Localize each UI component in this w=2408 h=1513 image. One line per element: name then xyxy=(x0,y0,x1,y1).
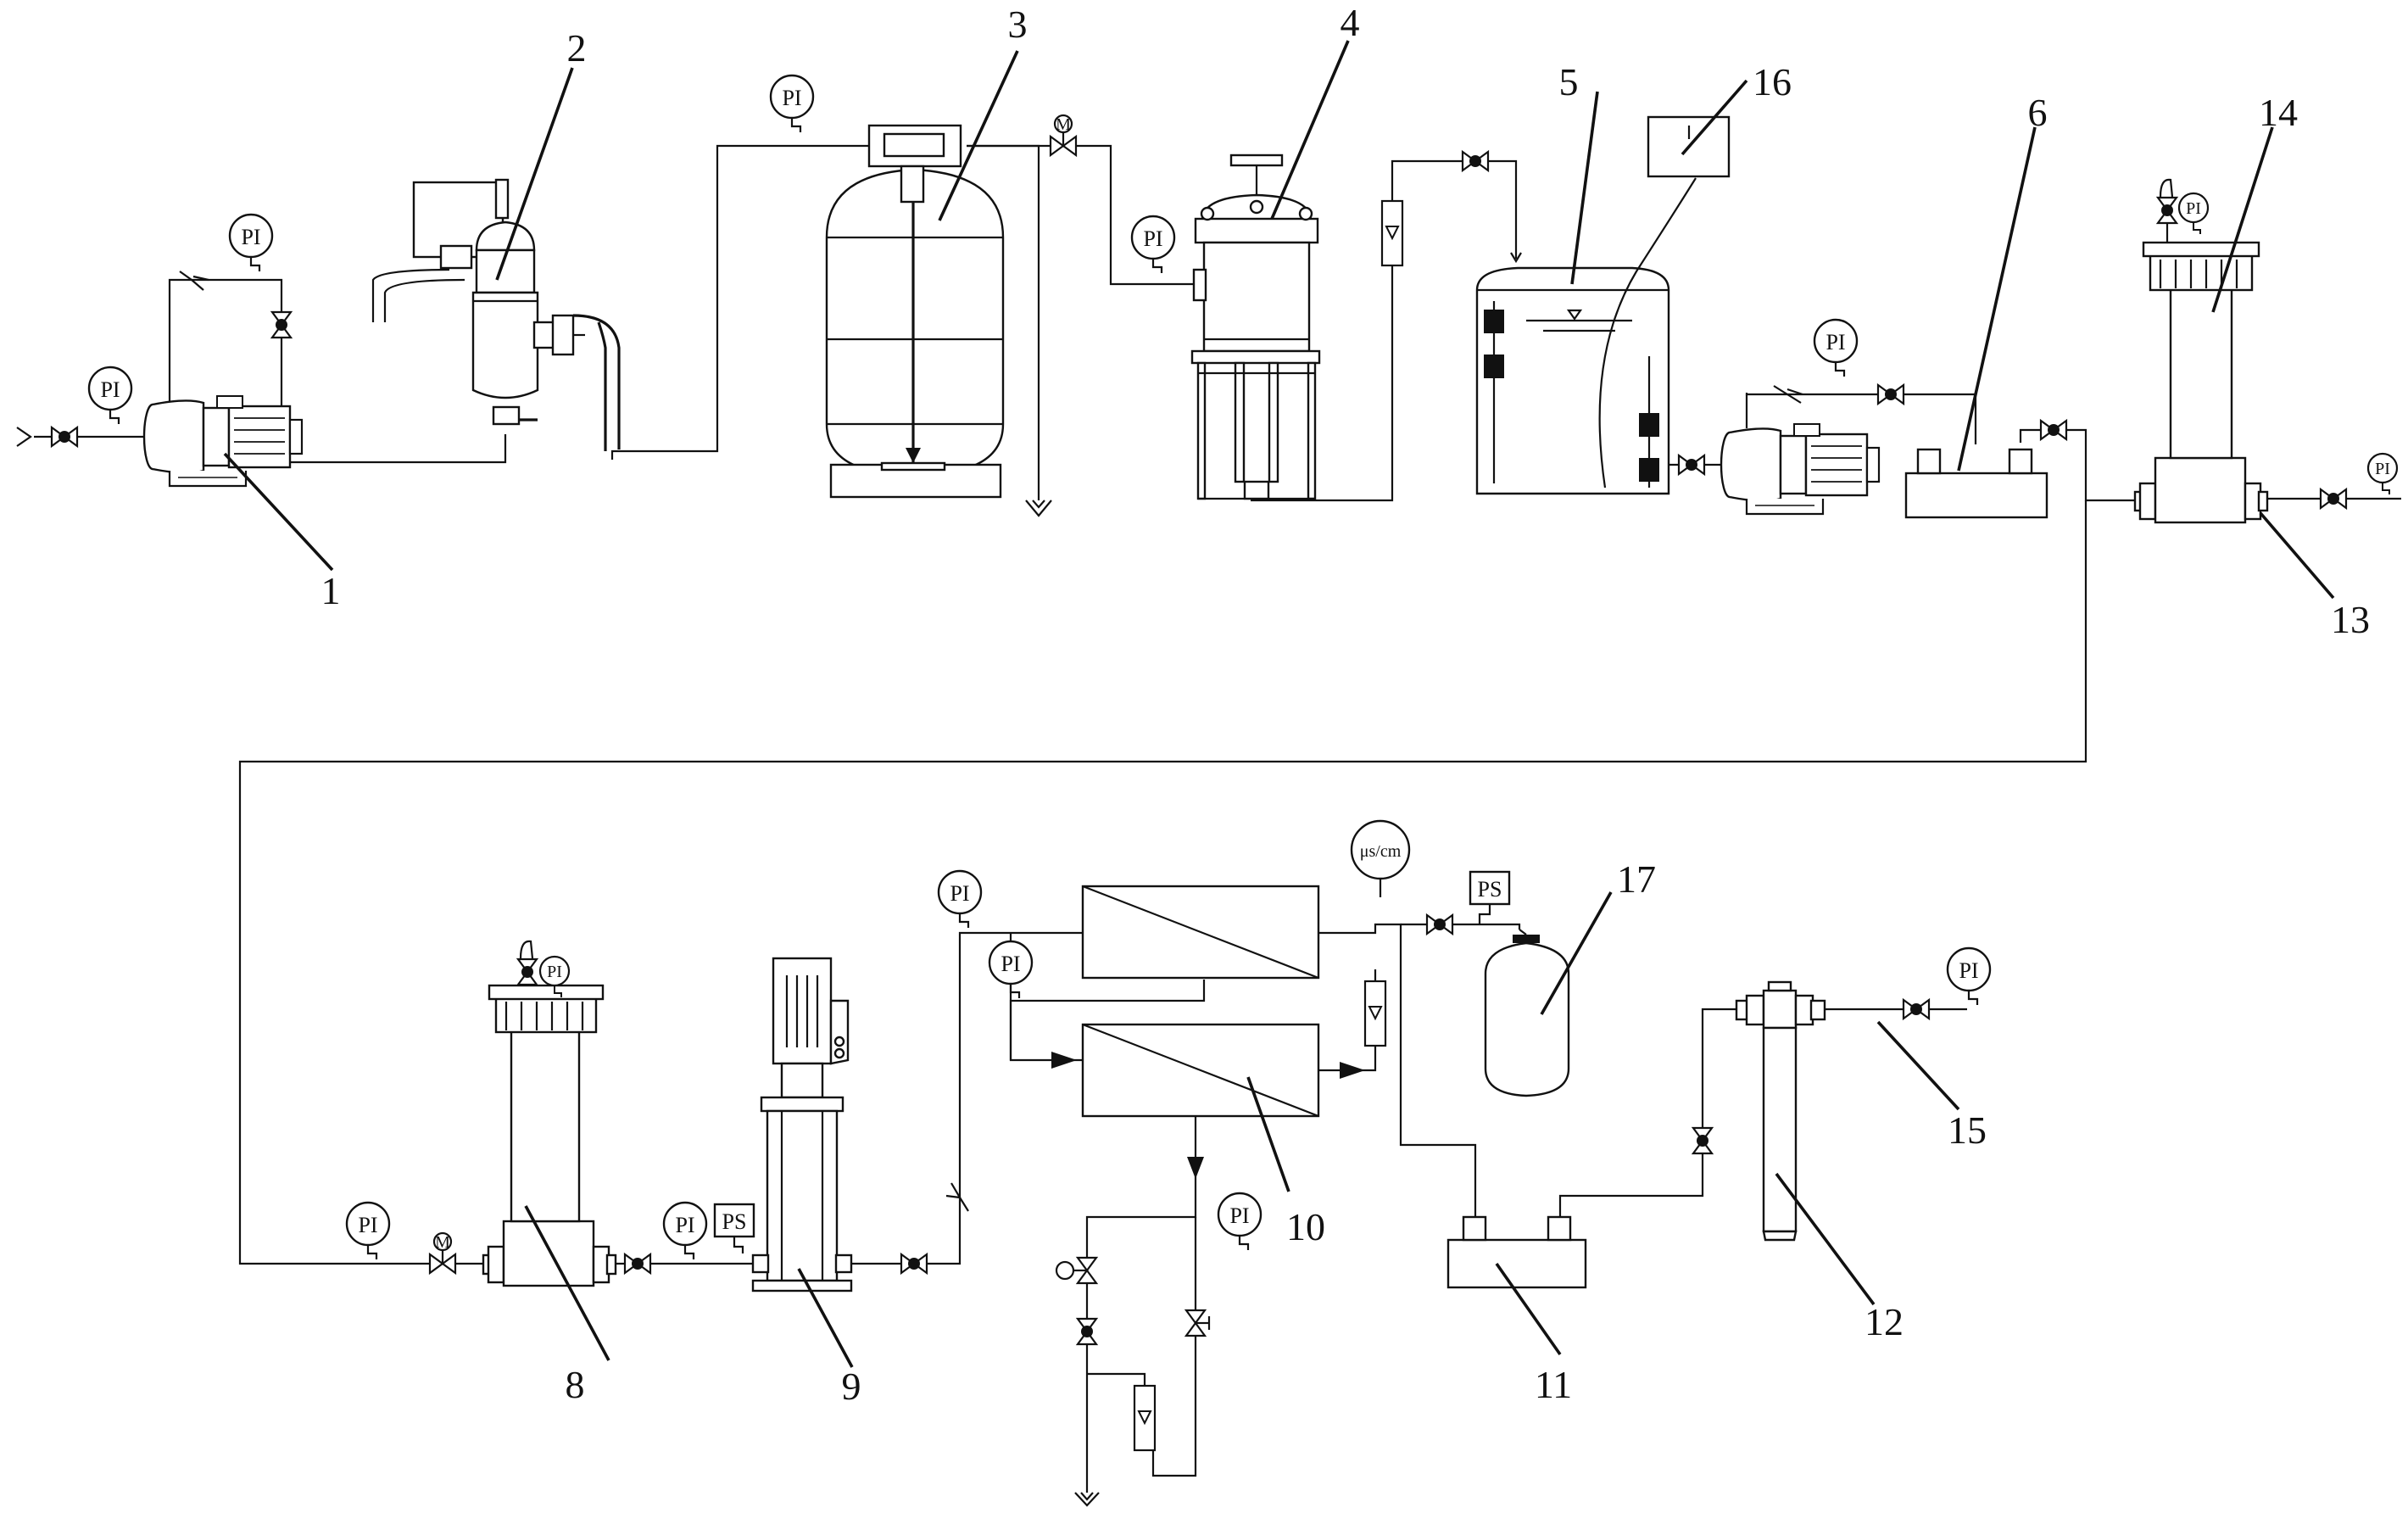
callout-2: 2 xyxy=(567,26,587,70)
callout-4: 4 xyxy=(1341,1,1360,44)
drain-symbol xyxy=(1074,1492,1100,1507)
inlet-ball-valve xyxy=(50,426,79,448)
pressure-gauge-tank3: PI xyxy=(769,74,815,134)
callout-12: 12 xyxy=(1865,1300,1904,1343)
pressure-gauge-pump9-inlet: PI xyxy=(662,1201,708,1261)
svg-text:PS: PS xyxy=(722,1209,747,1234)
booster-pump xyxy=(1720,422,1881,516)
callout-16: 16 xyxy=(1753,60,1792,103)
cartridge-filter-14 xyxy=(2133,178,2269,524)
svg-text:PI: PI xyxy=(782,86,801,110)
self-cleaning-filter xyxy=(371,178,621,451)
svg-text:PI: PI xyxy=(950,881,969,906)
concentrate-motorized-valve xyxy=(1055,1256,1098,1285)
flowmeters xyxy=(1074,199,1404,1507)
bag-filter xyxy=(1190,154,1321,500)
uv-sterilizer xyxy=(1904,448,2048,519)
ro-membrane-lower xyxy=(1051,1023,1365,1179)
tank5-outlet-valve xyxy=(1677,454,1706,476)
bypass-ball-valve xyxy=(270,310,293,339)
callout-3: 3 xyxy=(1008,3,1028,46)
pressure-switch-ro: PS xyxy=(1469,870,1511,924)
svg-text:PI: PI xyxy=(1001,952,1020,976)
pressure-switch-pump9: PS xyxy=(713,1203,755,1253)
terminal-uv-lamp xyxy=(1735,980,1826,1242)
callout-15: 15 xyxy=(1948,1108,1987,1152)
svg-text:PS: PS xyxy=(1478,877,1502,902)
uv12-inlet-valve xyxy=(1692,1126,1714,1155)
feed-pump xyxy=(142,394,304,488)
outlet-13-valve xyxy=(2319,488,2348,510)
svg-text:PI: PI xyxy=(1959,958,1978,983)
pressure-gauge-bypass: PI xyxy=(228,213,274,273)
intermediate-water-tank xyxy=(1475,177,1697,495)
svg-text:PI: PI xyxy=(1143,226,1162,251)
uv6-outlet-valve xyxy=(2039,419,2068,441)
uv6-inlet-valve xyxy=(1876,383,1905,405)
concentrate-needle-valve xyxy=(1184,1309,1211,1337)
pump9-inlet-valve xyxy=(623,1253,652,1275)
svg-text:M: M xyxy=(435,1233,450,1252)
callout-6: 6 xyxy=(2028,91,2048,134)
svg-text:PI: PI xyxy=(100,377,120,402)
svg-text:PI: PI xyxy=(675,1213,694,1237)
pressure-gauge-filter4: PI xyxy=(1130,215,1176,275)
svg-text:PI: PI xyxy=(2375,460,2390,478)
pressure-gauge-ro-stage2: PI xyxy=(988,940,1034,1000)
pressure-gauge-return: PI xyxy=(345,1201,391,1261)
svg-text:PI: PI xyxy=(1229,1203,1249,1228)
callout-11: 11 xyxy=(1535,1363,1572,1406)
pressure-gauge-cartridge14: PI xyxy=(2177,192,2210,236)
ro-membrane-upper xyxy=(1081,885,1320,980)
pressure-gauge-outlet13: PI xyxy=(2366,452,2399,496)
permeate-valve xyxy=(1425,913,1454,935)
pressure-storage-tank xyxy=(1484,929,1570,1097)
pressure-gauge-concentrate: PI xyxy=(1217,1192,1263,1252)
pump9-outlet-valve xyxy=(900,1253,928,1275)
check-valve-1 xyxy=(179,271,209,291)
flowmeter-permeate xyxy=(1363,980,1387,1047)
callout-leaders xyxy=(223,40,2335,1368)
cartridge-filter-8 xyxy=(482,940,617,1287)
svg-text:PI: PI xyxy=(358,1213,377,1237)
svg-text:M: M xyxy=(1056,115,1071,134)
outlet-15-valve xyxy=(1902,998,1931,1020)
callout-9: 9 xyxy=(842,1365,861,1408)
concentrate-ball-valve xyxy=(1076,1317,1098,1346)
callout-numbers: 1 2 3 4 5 6 8 9 10 11 12 13 14 15 16 17 xyxy=(321,1,2371,1408)
check-valve-3 xyxy=(945,1182,969,1212)
callout-5: 5 xyxy=(1559,60,1579,103)
high-pressure-pump xyxy=(751,957,853,1292)
tank5-inlet-valve xyxy=(1461,150,1490,172)
svg-text:PI: PI xyxy=(547,963,562,981)
callout-8: 8 xyxy=(566,1363,585,1406)
pressure-gauge-inlet: PI xyxy=(87,366,133,426)
pressure-gauge-ro-feed: PI xyxy=(937,869,983,930)
pressure-gauge-outlet15: PI xyxy=(1946,946,1992,1007)
conductivity-meter: μs/cm xyxy=(1350,819,1411,897)
dosing-tank xyxy=(825,124,1052,517)
product-water-tank xyxy=(1446,1215,1587,1289)
callout-14: 14 xyxy=(2259,91,2298,134)
callout-17: 17 xyxy=(1617,857,1656,901)
pressure-gauge-pump5: PI xyxy=(1813,318,1859,378)
pressure-gauge-cartridge8: PI xyxy=(538,955,571,999)
callout-10: 10 xyxy=(1286,1205,1325,1248)
svg-text:PI: PI xyxy=(241,225,260,249)
instruments: PI PI PI PI PI PI PI PI PI PI PS PI PI P… xyxy=(87,74,2399,1261)
callout-1: 1 xyxy=(321,569,341,612)
callout-13: 13 xyxy=(2331,598,2370,641)
valves xyxy=(50,114,2348,1346)
check-valve-2 xyxy=(1773,385,1803,404)
svg-text:μs/cm: μs/cm xyxy=(1360,842,1402,861)
flowmeter-concentrate xyxy=(1133,1384,1157,1452)
svg-text:PI: PI xyxy=(1826,330,1845,355)
flowmeter-tank5 xyxy=(1380,199,1404,267)
svg-text:PI: PI xyxy=(2186,199,2201,218)
